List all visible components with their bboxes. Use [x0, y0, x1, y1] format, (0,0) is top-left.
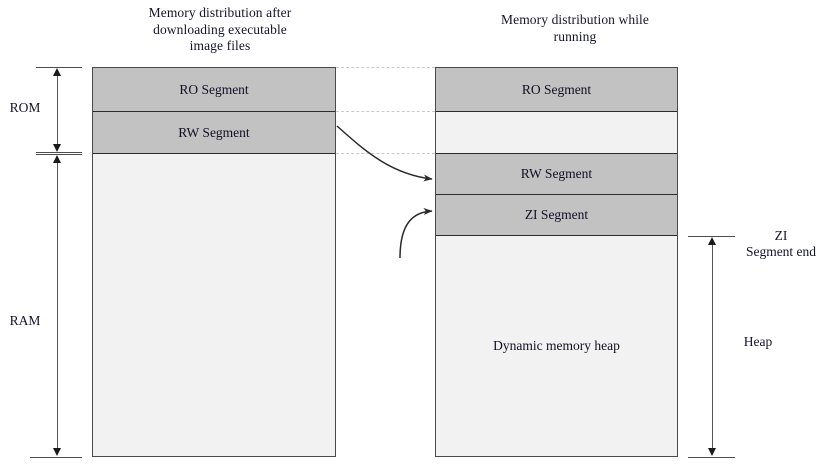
zi-segment-end-line-1: ZI	[774, 228, 788, 243]
heap-bracket-label: Heap	[743, 334, 773, 349]
right-segment-gap	[436, 112, 677, 153]
left-diagram-title: Memory distribution after downloading ex…	[118, 5, 322, 55]
guide-line-rw-bottom	[336, 153, 435, 154]
ram-bracket-cap-top	[36, 154, 82, 155]
right-title-line-2: running	[553, 28, 597, 44]
right-segment-heap: Dynamic memory heap	[436, 236, 677, 456]
zi-end-cap	[688, 236, 735, 237]
guide-line-ro-bottom	[336, 111, 435, 112]
zi-segment-end-label: ZI Segment end	[733, 228, 829, 260]
heap-bracket-line	[712, 239, 713, 450]
ram-arrow-head-bottom	[52, 448, 61, 456]
guide-line-top	[336, 67, 435, 68]
right-title-line-1: Memory distribution while	[501, 12, 649, 27]
ram-bracket-cap-bottom	[30, 457, 82, 458]
left-segment-free	[93, 154, 335, 456]
right-segment-ro-label: RO Segment	[521, 81, 592, 97]
zi-segment-end-line-2: Segment end	[745, 244, 817, 259]
arrow-zi-transfer	[399, 207, 433, 259]
ram-arrow-head-top	[52, 155, 61, 163]
rom-arrow-head-bottom	[52, 144, 61, 152]
right-segment-heap-label: Dynamic memory heap	[493, 338, 620, 353]
left-memory-column: RO Segment RW Segment	[92, 67, 336, 457]
left-segment-rw: RW Segment	[93, 112, 335, 154]
rom-bracket-cap-top	[36, 67, 82, 68]
heap-arrow-head-bottom	[707, 448, 716, 456]
rom-bracket-label: ROM	[9, 100, 41, 115]
zi-end-arrow-head	[707, 237, 716, 245]
right-segment-zi: ZI Segment	[436, 195, 677, 236]
right-segment-zi-label: ZI Segment	[524, 207, 589, 222]
heap-bracket-cap-bottom	[688, 457, 735, 458]
left-title-line-1: Memory distribution after	[148, 5, 292, 20]
left-title-line-3: image files	[189, 38, 251, 53]
right-diagram-title: Memory distribution while running	[455, 12, 695, 45]
ram-bracket-label: RAM	[9, 313, 41, 328]
left-segment-ro-label: RO Segment	[179, 81, 249, 97]
right-segment-ro: RO Segment	[436, 68, 677, 112]
rom-bracket-cap-bottom	[36, 152, 82, 153]
rom-bracket-line	[57, 70, 58, 150]
ram-bracket-line	[57, 158, 58, 450]
right-memory-column: RO Segment RW Segment ZI Segment Dynamic…	[435, 67, 678, 457]
left-segment-ro: RO Segment	[93, 68, 335, 112]
left-title-line-2: downloading executable	[153, 21, 287, 37]
rom-arrow-head-top	[52, 68, 61, 76]
left-segment-rw-label: RW Segment	[178, 124, 250, 140]
right-segment-rw-label: RW Segment	[520, 166, 593, 181]
right-segment-rw: RW Segment	[436, 153, 677, 195]
